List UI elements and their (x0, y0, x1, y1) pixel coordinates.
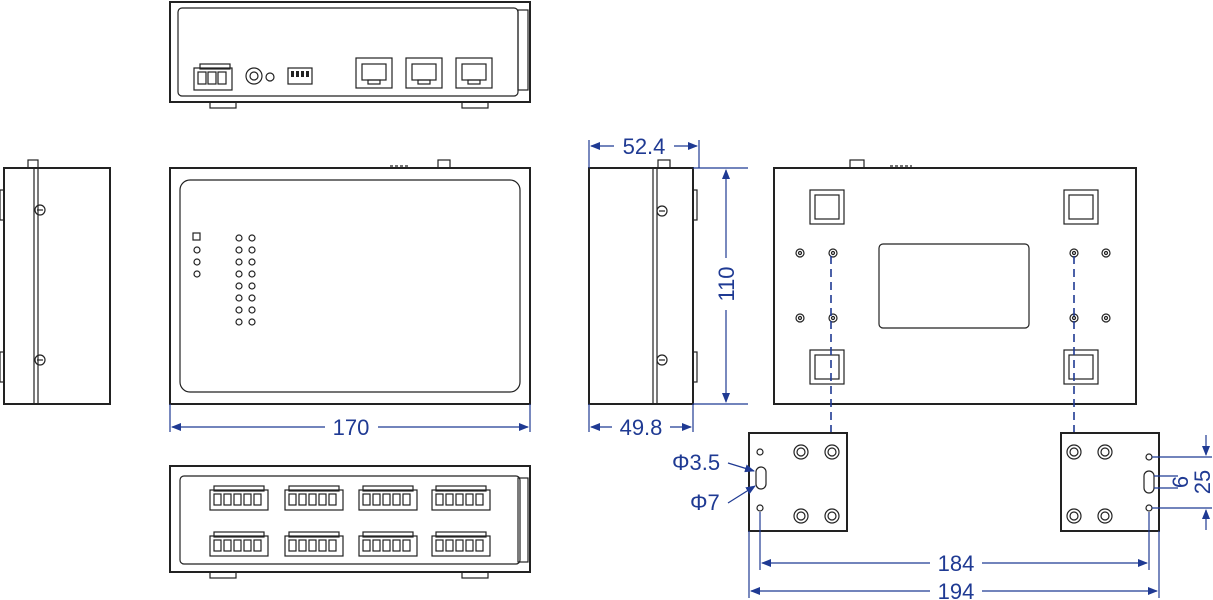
callout-phi-3-5: Φ3.5 (672, 450, 755, 475)
rubber-foot (1063, 189, 1099, 225)
terminal-block (358, 531, 418, 557)
screw-icon (656, 205, 668, 217)
led-indicator (248, 282, 256, 290)
led-grid (235, 234, 256, 326)
terminal-block (431, 485, 491, 511)
foot (209, 571, 237, 579)
dim-label-170: 170 (333, 415, 370, 440)
rj45-port (355, 57, 393, 89)
terminal-block (284, 531, 344, 557)
bracket-left (748, 432, 848, 532)
dim-label-25: 25 (1190, 470, 1213, 494)
terminal-block (284, 485, 344, 511)
callout-phi-7: Φ7 (690, 485, 756, 515)
led-indicator (248, 306, 256, 314)
rubber-foot (1063, 349, 1099, 385)
led-indicator (235, 294, 243, 302)
dimension-side-top: 52.4 (588, 134, 700, 168)
bracket-right (1060, 432, 1160, 532)
led-indicator (248, 246, 256, 254)
rj45-port (405, 57, 443, 89)
foot (461, 571, 489, 579)
dim-label-6: 6 (1168, 476, 1193, 488)
power-terminal (193, 63, 233, 91)
led-indicator (235, 282, 243, 290)
terminal-block (209, 485, 269, 511)
led-indicator (235, 234, 243, 242)
foot (209, 101, 237, 109)
dimension-slot-6: 6 (1154, 475, 1193, 489)
dim-label-49-8: 49.8 (620, 415, 663, 440)
dimension-side-bottom: 49.8 (588, 404, 694, 440)
dimension-bracket-194: 194 (748, 531, 1160, 600)
led-status (192, 232, 201, 278)
led-indicator (248, 258, 256, 266)
dimension-slot-25: 25 (1152, 435, 1213, 530)
dim-label-110: 110 (714, 266, 739, 301)
led-indicator (235, 318, 243, 326)
rubber-foot (809, 349, 845, 385)
led-indicator (248, 318, 256, 326)
dimension-bracket-184: 184 (759, 512, 1150, 576)
top-view (169, 1, 531, 109)
screw-icon (656, 354, 668, 366)
screw-icon (34, 354, 46, 366)
back-view (773, 159, 1137, 405)
mounting-holes (795, 248, 1111, 323)
dim-label-184: 184 (938, 551, 975, 576)
led-indicator (248, 294, 256, 302)
front-view (169, 159, 531, 405)
screw-icon (34, 204, 46, 216)
terminal-block (358, 485, 418, 511)
dim-label-52-4: 52.4 (623, 134, 666, 159)
led-indicator (235, 306, 243, 314)
bottom-view (169, 465, 531, 579)
led-indicator (235, 246, 243, 254)
left-side-view (0, 159, 111, 405)
led-indicator (235, 270, 243, 278)
led-indicator (248, 234, 256, 242)
foot (461, 101, 489, 109)
svg-text:Φ3.5: Φ3.5 (672, 450, 720, 475)
led-indicator (248, 270, 256, 278)
terminal-block (209, 531, 269, 557)
led-indicator (235, 258, 243, 266)
rj45-port (455, 57, 493, 89)
terminal-blocks (209, 485, 491, 557)
rubber-foot (809, 189, 845, 225)
right-side-view (588, 159, 698, 405)
dim-label-194: 194 (938, 579, 975, 600)
dimension-front-width: 170 (169, 404, 531, 440)
dimension-side-height: 110 (693, 167, 748, 405)
terminal-block (431, 531, 491, 557)
svg-text:Φ7: Φ7 (690, 490, 720, 515)
ground-screw-icon (245, 67, 275, 85)
label-area (878, 243, 1030, 329)
dip-switch (287, 67, 313, 85)
